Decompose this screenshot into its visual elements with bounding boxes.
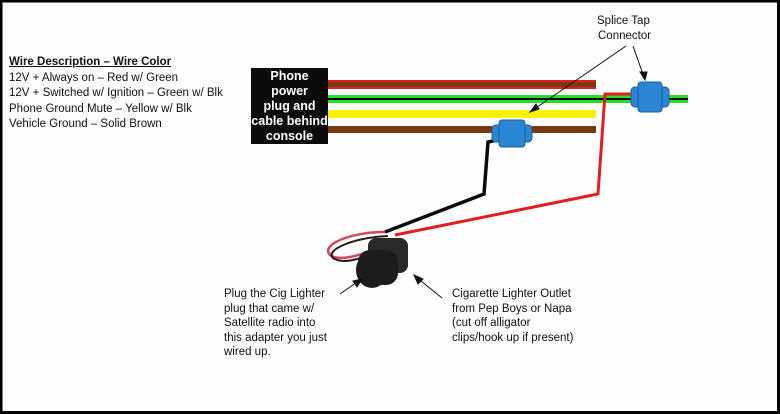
label-line: Satellite radio into bbox=[224, 317, 316, 329]
label-line: Plug the Cig Lighter bbox=[224, 288, 326, 300]
cig-plug-instruction: Plug the Cig Lighter plug that came w/ S… bbox=[224, 287, 327, 360]
label-line: clips/hook up if present) bbox=[452, 331, 574, 344]
wire-red-stripe bbox=[328, 82, 596, 87]
outlet-description: Cigarette Lighter Outlet from Pep Boys o… bbox=[452, 287, 573, 345]
wire-green-stripe bbox=[328, 98, 688, 100]
phone-box-line: cable behind bbox=[251, 114, 328, 128]
label-line: plug that came w/ bbox=[224, 302, 315, 315]
phone-box-line: power bbox=[271, 84, 308, 98]
wire-brown bbox=[328, 126, 596, 133]
splice-connector-upper bbox=[630, 81, 670, 113]
legend-title: Wire Description – Wire Color bbox=[9, 56, 172, 68]
label-line: wired up. bbox=[224, 346, 271, 358]
arrow-splice-lower bbox=[529, 45, 627, 113]
legend-item-green: 12V + Switched w/ Ignition – Green w/ Bl… bbox=[9, 87, 223, 99]
wire-black-lead bbox=[384, 138, 498, 234]
label-line: this adapter you just bbox=[224, 331, 327, 344]
wire-red-lead bbox=[394, 92, 632, 237]
legend-item-brown: Vehicle Ground – Solid Brown bbox=[9, 118, 162, 130]
label-line: Connector bbox=[598, 29, 652, 42]
splice-connector-lower bbox=[491, 119, 533, 148]
splice-tap-label: Splice Tap Connector bbox=[597, 14, 651, 43]
phone-box-line: console bbox=[265, 129, 314, 143]
label-line: (cut off alligator bbox=[452, 317, 531, 329]
phone-power-plug-box: Phone power plug and cable behind consol… bbox=[251, 68, 328, 144]
legend-item-red: 12V + Always on – Red w/ Green bbox=[9, 71, 179, 84]
phone-box-line: plug and bbox=[263, 99, 316, 113]
wire-yellow bbox=[328, 110, 596, 118]
label-line: from Pep Boys or Napa bbox=[452, 302, 572, 315]
phone-box-line: Phone bbox=[270, 69, 309, 83]
legend-item-yellow: Phone Ground Mute – Yellow w/ Blk bbox=[9, 102, 192, 115]
label-line: Splice Tap bbox=[597, 15, 650, 27]
cig-lighter-outlet bbox=[356, 238, 408, 288]
label-line: Cigarette Lighter Outlet bbox=[452, 288, 571, 300]
wire-legend: Wire Description – Wire Color 12V + Alwa… bbox=[9, 55, 223, 133]
wire-coil bbox=[326, 230, 386, 260]
